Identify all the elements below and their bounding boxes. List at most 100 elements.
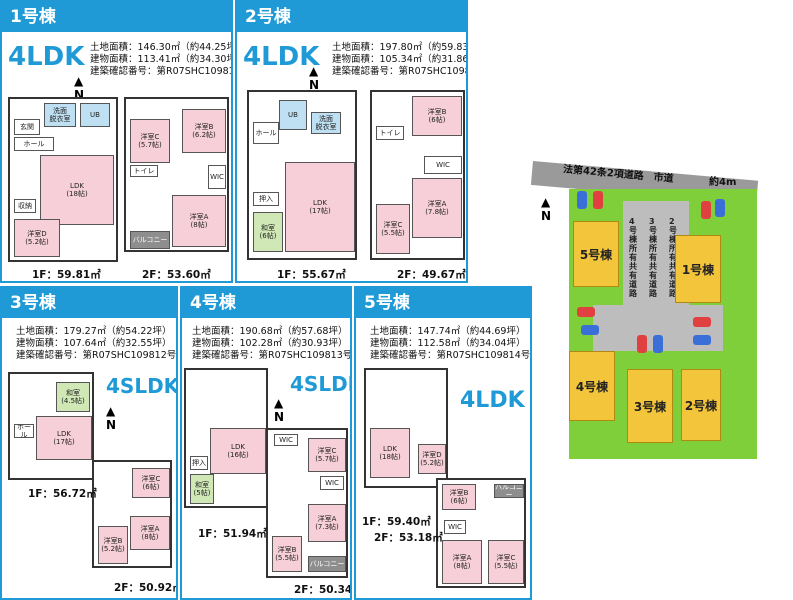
room: 和室(5帖) (190, 474, 214, 504)
room: 洗面脱衣室 (311, 112, 341, 134)
car-icon (637, 335, 647, 353)
room: 和室(6帖) (253, 212, 283, 252)
floor1-plan: 洗面脱衣室 UB 玄関 ホール LDK(18帖) 収納 洋室D(5.2帖) (8, 97, 118, 262)
room: 押入 (253, 192, 279, 206)
private-road-label: 4号棟所有共有道路 (629, 217, 637, 298)
north-arrow-icon: ▲N (541, 195, 552, 223)
north-arrow-icon: ▲N (106, 404, 117, 432)
private-road-label: 3号棟所有共有道路 (649, 217, 657, 298)
floor2-area: 2F：53.60㎡ (142, 269, 211, 281)
room: 洋室B(5.2帖) (98, 526, 128, 564)
room: 洗面脱衣室 (44, 103, 76, 127)
room: ホール (14, 424, 34, 438)
north-arrow-icon: ▲N (274, 396, 285, 424)
floor2-area: 2F：50.34㎡ (294, 584, 352, 596)
room: WIC (274, 434, 298, 446)
floor1-plan: LDK(18帖) 洋室D(5.2帖) (364, 368, 448, 488)
floor2-area: 2F：53.18㎡ (374, 532, 443, 544)
house-card-2: 2号棟 4LDK 土地面積：197.80㎡（約59.83坪）建物面積：105.3… (235, 0, 468, 283)
car-icon (715, 199, 725, 217)
car-icon (581, 325, 599, 335)
room: LDK(17帖) (36, 416, 92, 460)
house-title: 5号棟 (356, 288, 530, 318)
room: 洋室C(5.7帖) (308, 438, 346, 472)
floor2-plan: WIC 洋室C(5.7帖) WIC 洋室A(7.3帖) 洋室B(5.5帖) バル… (266, 428, 348, 578)
floor1-plan: LDK(16帖) 押入 和室(5帖) (184, 368, 268, 508)
layout-type: 4SLDK (106, 374, 178, 398)
room: 洋室A(8帖) (130, 516, 170, 550)
house-title: 2号棟 (237, 2, 466, 32)
car-icon (693, 335, 711, 345)
floor1-area: 1F：59.40㎡ (362, 516, 431, 528)
room: UB (80, 103, 110, 127)
room: バルコニー (494, 484, 524, 498)
room: LDK(16帖) (210, 428, 266, 474)
floor1-area: 1F：59.81㎡ (32, 269, 101, 281)
floor2-plan: 洋室B(6帖) WIC 洋室A(8帖) 洋室C(5.5帖) バルコニー (436, 478, 526, 588)
room: WIC (424, 156, 462, 174)
house-card-1: 1号棟 4LDK 土地面積：146.30㎡（約44.25坪）建物面積：113.4… (0, 0, 233, 283)
floor2-area: 2F：50.92㎡ (114, 582, 178, 594)
room: ホール (14, 137, 54, 151)
room: バルコニー (308, 556, 346, 572)
private-road-label: 2号棟所有共有道路 (669, 217, 677, 298)
layout-type: 4LDK (243, 42, 320, 72)
floor1-plan: 和室(4.5帖) LDK(17帖) ホール (8, 372, 94, 480)
north-arrow-icon: ▲N (74, 74, 85, 102)
room: 洋室C(5.5帖) (488, 540, 524, 584)
room: LDK(18帖) (370, 428, 410, 478)
room: 洋室D(5.2帖) (14, 219, 60, 257)
house-specs: 土地面積：197.80㎡（約59.83坪）建物面積：105.34㎡（約31.86… (332, 42, 468, 77)
house-specs: 土地面積：147.74㎡（約44.69坪）建物面積：112.58㎡（約34.04… (370, 326, 531, 361)
layout-type: 4SLDK (290, 372, 350, 396)
room: 収納 (14, 199, 36, 213)
floor1-plan: UB 洗面脱衣室 ホール LDK(17帖) 押入 和室(6帖) (247, 90, 357, 260)
north-arrow-icon: ▲N (309, 64, 320, 92)
room: 洋室C(5.5帖) (376, 204, 410, 254)
house-card-4: 4号棟 土地面積：190.68㎡（約57.68坪）建物面積：102.28㎡（約3… (180, 286, 352, 600)
floor2-plan: 洋室B(6帖) トイレ WIC 洋室A(7.8帖) 洋室C(5.5帖) (370, 90, 465, 260)
floor2-area: 2F：49.67㎡ (397, 269, 466, 281)
room: 洋室C(6帖) (132, 468, 170, 498)
car-icon (701, 201, 711, 219)
floor2-plan: 洋室C(5.7帖) 洋室B(6.2帖) トイレ WIC 洋室A(8帖) バルコニ… (124, 97, 229, 252)
lot-4: 4号棟 (569, 351, 615, 421)
layout-type: 4LDK (460, 388, 525, 413)
floor1-area: 1F：51.94㎡ (198, 528, 267, 540)
house-title: 4号棟 (182, 288, 350, 318)
room: 洋室A(8帖) (442, 540, 482, 584)
lot-2: 2号棟 (681, 369, 721, 441)
room: LDK(17帖) (285, 162, 355, 252)
floor1-area: 1F：56.72㎡ (28, 488, 97, 500)
room: トイレ (130, 165, 158, 177)
room: WIC (320, 476, 344, 490)
house-card-3: 3号棟 土地面積：179.27㎡（約54.22坪）建物面積：107.64㎡（約3… (0, 286, 178, 600)
room: 洋室B(5.5帖) (272, 536, 302, 572)
car-icon (577, 307, 595, 317)
room: 洋室D(5.2帖) (418, 444, 446, 474)
house-card-5: 5号棟 土地面積：147.74㎡（約44.69坪）建物面積：112.58㎡（約3… (354, 286, 532, 600)
room: WIC (208, 165, 226, 189)
room: 押入 (190, 456, 208, 470)
room: バルコニー (130, 231, 170, 249)
room: 洋室C(5.7帖) (130, 119, 170, 163)
room: 玄関 (14, 119, 40, 135)
house-specs: 土地面積：146.30㎡（約44.25坪）建物面積：113.41㎡（約34.30… (90, 42, 233, 77)
car-icon (653, 335, 663, 353)
lot-3: 3号棟 (627, 369, 673, 443)
car-icon (593, 191, 603, 209)
room: ホール (253, 122, 279, 144)
house-specs: 土地面積：190.68㎡（約57.68坪）建物面積：102.28㎡（約30.93… (192, 326, 352, 361)
room: 洋室A(8帖) (172, 195, 226, 247)
floor1-area: 1F：55.67㎡ (277, 269, 346, 281)
room: 洋室B(6.2帖) (182, 109, 226, 153)
room: 洋室A(7.8帖) (412, 178, 462, 238)
road-width: 約4m (709, 177, 737, 188)
layout-type: 4LDK (8, 42, 85, 72)
house-title: 3号棟 (2, 288, 176, 318)
room: LDK(18帖) (40, 155, 114, 225)
room: WIC (444, 520, 466, 534)
lot-1: 1号棟 (675, 235, 721, 303)
car-icon (693, 317, 711, 327)
room: 和室(4.5帖) (56, 382, 90, 412)
